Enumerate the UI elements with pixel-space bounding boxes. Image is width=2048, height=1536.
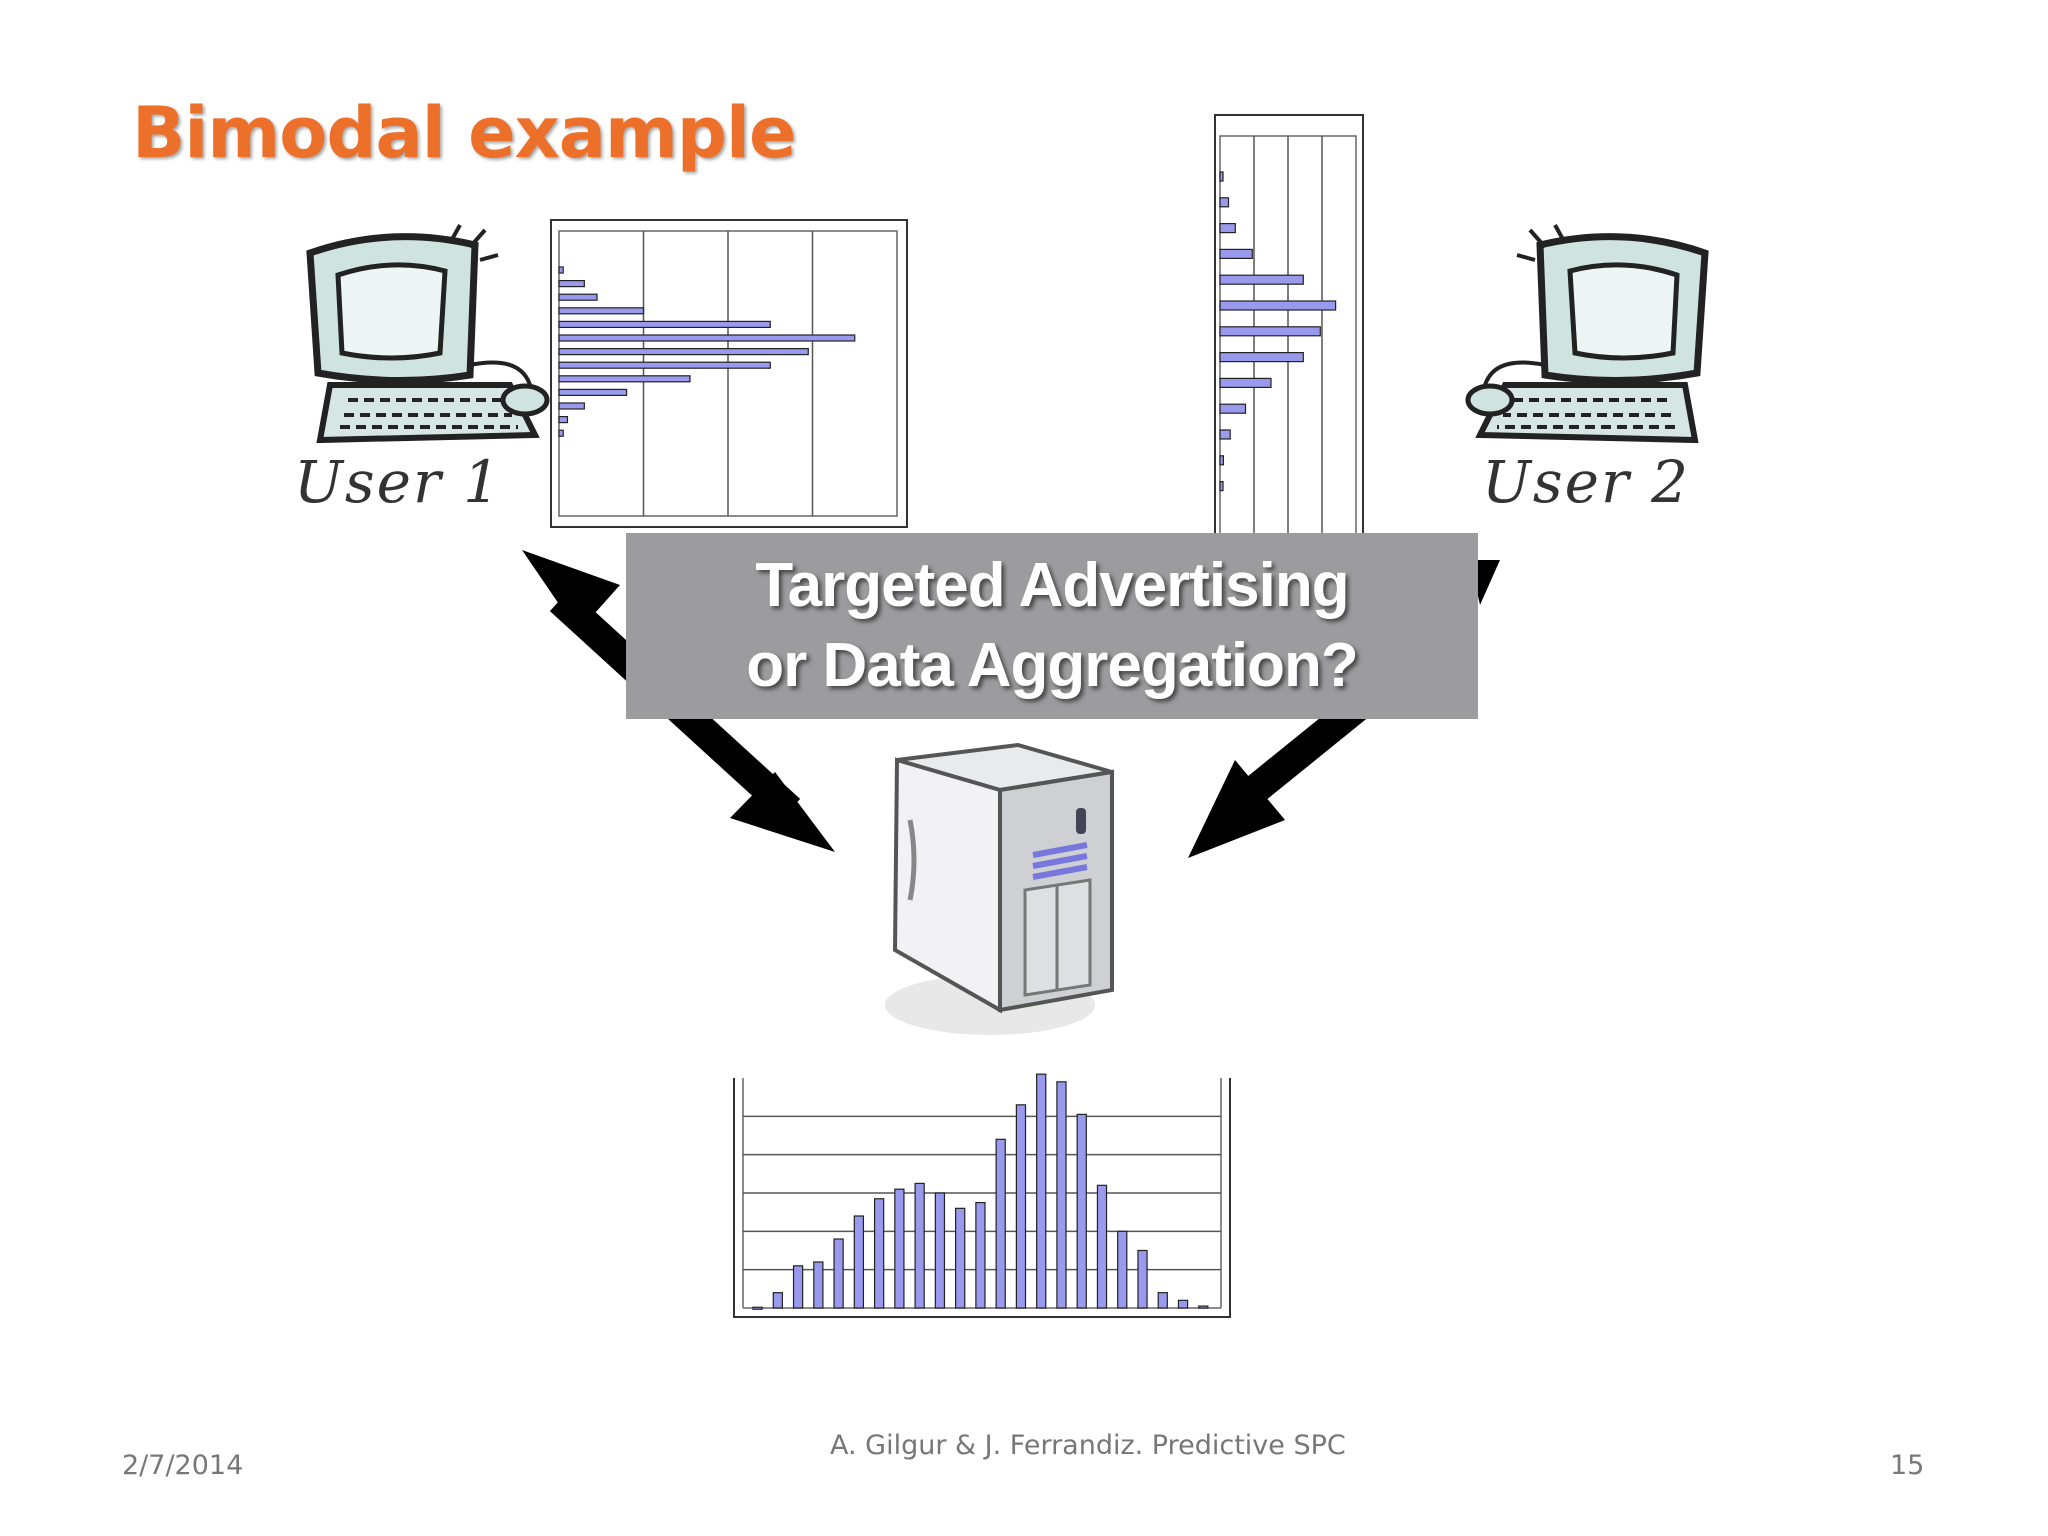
bar (558, 402, 585, 410)
bar (558, 416, 569, 424)
bar (1219, 197, 1230, 208)
bar (1219, 248, 1253, 259)
bar (1076, 1113, 1087, 1309)
overlay-line-1: Targeted Advertising (755, 551, 1349, 620)
bar (1056, 1081, 1067, 1309)
bar (1219, 352, 1304, 363)
bar (894, 1188, 905, 1309)
bar (1219, 377, 1272, 388)
bar (1219, 403, 1247, 414)
bar (1177, 1299, 1189, 1309)
bar (1219, 300, 1337, 311)
bar (955, 1207, 966, 1309)
server-icon (885, 742, 1114, 1035)
bar (995, 1138, 1006, 1309)
computer-icon (306, 224, 550, 444)
bar (813, 1261, 824, 1309)
computer-icon (1465, 224, 1709, 444)
overlay-line-2: or Data Aggregation? (746, 631, 1359, 700)
bar (558, 320, 771, 329)
bar (752, 1306, 763, 1310)
bar (1096, 1184, 1108, 1309)
bar (772, 1292, 783, 1309)
bar (853, 1215, 865, 1309)
bar (558, 361, 771, 369)
bar (558, 279, 585, 288)
bar (1219, 171, 1224, 182)
aggregate-histogram (742, 1073, 1222, 1310)
bar (1219, 326, 1321, 337)
footer-credit: A. Gilgur & J. Ferrandiz. Predictive SPC (830, 1430, 1346, 1461)
bar (1219, 481, 1224, 492)
question-overlay: Targeted Advertising or Data Aggregation… (626, 533, 1478, 719)
user-2-histogram-panel (1214, 114, 1364, 547)
bar (558, 347, 809, 356)
bar (558, 388, 628, 396)
page-number: 15 (1890, 1450, 1925, 1481)
bar (1036, 1073, 1047, 1309)
bar (1015, 1104, 1027, 1309)
bar (1117, 1230, 1128, 1309)
bar (1198, 1305, 1209, 1309)
aggregate-histogram-panel (733, 1073, 1231, 1318)
user-1-histogram (558, 230, 898, 517)
bar (558, 293, 598, 301)
bar (558, 266, 564, 274)
bar (1219, 429, 1231, 440)
bar (558, 334, 856, 342)
bar (558, 429, 564, 437)
bar (558, 375, 691, 383)
bar (1219, 274, 1304, 285)
bar (1137, 1249, 1148, 1309)
bar (833, 1238, 844, 1309)
footer-date: 2/7/2014 (122, 1450, 244, 1481)
bar (558, 307, 645, 315)
bar (792, 1265, 804, 1309)
user-2-histogram (1219, 135, 1357, 547)
bar (1219, 455, 1225, 466)
bar (1219, 222, 1236, 234)
slide-title: Bimodal example (132, 92, 796, 174)
user-2-label: User 2 (1482, 448, 1691, 516)
bar (975, 1201, 986, 1309)
user-1-label: User 1 (294, 448, 503, 516)
user-1-histogram-panel (550, 219, 908, 528)
bar (873, 1198, 885, 1309)
bar (934, 1192, 946, 1309)
bar (914, 1182, 925, 1309)
bar (1157, 1292, 1168, 1309)
